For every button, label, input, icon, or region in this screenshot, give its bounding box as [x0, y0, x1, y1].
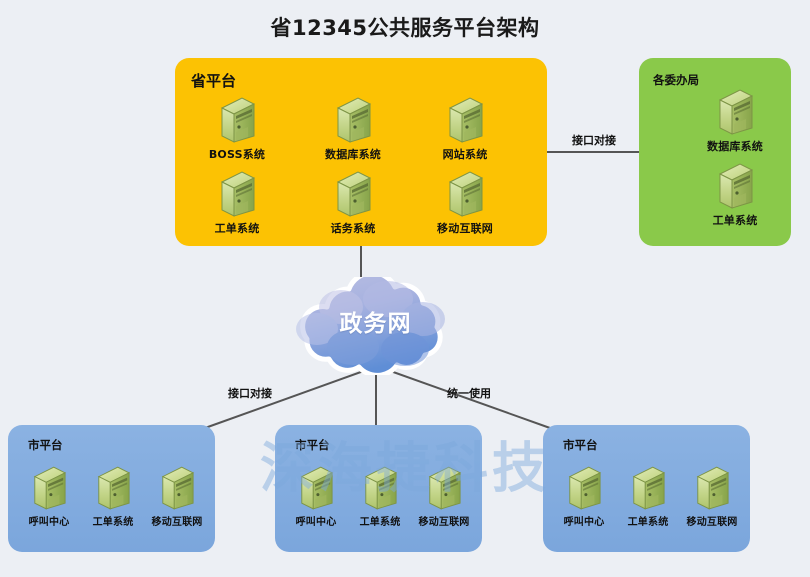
server-icon	[97, 466, 131, 510]
node-label: 呼叫中心	[563, 517, 605, 528]
group-bureau[interactable]: 各委办局 数据库系统 工单系统	[639, 58, 791, 246]
group-city-platform-2[interactable]: 市平台 呼叫中心 工单系统	[275, 425, 482, 552]
node-label: 工单系统	[712, 214, 758, 227]
node-label: 呼叫中心	[28, 517, 70, 528]
server-icon	[568, 466, 602, 510]
group-title-city: 市平台	[563, 438, 598, 452]
node-label: 移动互联网	[437, 222, 493, 235]
node-mobile-internet[interactable]: 移动互联网	[411, 465, 477, 528]
node-label: 呼叫中心	[295, 517, 337, 528]
node-workorder-system[interactable]: 工单系统	[199, 170, 275, 236]
node-label: 工单系统	[92, 517, 134, 528]
server-icon	[718, 89, 754, 135]
server-icon	[336, 97, 372, 143]
server-icon	[448, 171, 484, 217]
node-label: 话务系统	[330, 222, 376, 235]
node-bureau-database-system[interactable]: 数据库系统	[697, 88, 773, 154]
server-icon	[336, 171, 372, 217]
node-label: 移动互联网	[151, 517, 203, 528]
node-label: BOSS系统	[208, 148, 266, 161]
node-call-center[interactable]: 呼叫中心	[551, 465, 617, 528]
server-icon	[220, 97, 256, 143]
server-icon	[300, 466, 334, 510]
server-icon	[696, 466, 730, 510]
node-mobile-internet[interactable]: 移动互联网	[679, 465, 745, 528]
node-label: 数据库系统	[707, 140, 763, 153]
edge-label-cloud-city-right: 统一使用	[447, 387, 491, 400]
node-mobile-internet[interactable]: 移动互联网	[144, 465, 210, 528]
node-website-system[interactable]: 网站系统	[427, 96, 503, 162]
server-icon	[428, 466, 462, 510]
server-icon	[33, 466, 67, 510]
node-call-service-system[interactable]: 话务系统	[315, 170, 391, 236]
node-label: 网站系统	[442, 148, 488, 161]
server-icon	[220, 171, 256, 217]
server-icon	[448, 97, 484, 143]
group-title-city: 市平台	[295, 438, 330, 452]
node-label: 移动互联网	[418, 517, 470, 528]
group-title-province: 省平台	[191, 72, 237, 90]
server-icon	[718, 163, 754, 209]
node-database-system[interactable]: 数据库系统	[315, 96, 391, 162]
edge-label-cloud-city-left: 接口对接	[228, 387, 272, 400]
node-mobile-internet[interactable]: 移动互联网	[427, 170, 503, 236]
node-label: 工单系统	[214, 222, 260, 235]
group-city-platform-3[interactable]: 市平台 呼叫中心 工单系统	[543, 425, 750, 552]
node-label: 移动互联网	[686, 517, 738, 528]
server-icon	[632, 466, 666, 510]
node-workorder-system[interactable]: 工单系统	[80, 465, 146, 528]
node-workorder-system[interactable]: 工单系统	[615, 465, 681, 528]
cloud-icon[interactable]	[283, 277, 468, 375]
node-label: 工单系统	[627, 517, 669, 528]
server-icon	[161, 466, 195, 510]
page-title: 省12345公共服务平台架构	[270, 16, 540, 40]
group-title-bureau: 各委办局	[653, 73, 699, 87]
node-label: 工单系统	[359, 517, 401, 528]
server-icon	[364, 466, 398, 510]
node-call-center[interactable]: 呼叫中心	[283, 465, 349, 528]
group-city-platform-1[interactable]: 市平台 呼叫中心 工单系统	[8, 425, 215, 552]
node-boss-system[interactable]: BOSS系统	[199, 96, 275, 162]
node-workorder-system[interactable]: 工单系统	[347, 465, 413, 528]
node-label: 数据库系统	[325, 148, 381, 161]
node-call-center[interactable]: 呼叫中心	[16, 465, 82, 528]
cloud-label: 政务网	[339, 311, 412, 337]
node-bureau-workorder-system[interactable]: 工单系统	[697, 162, 773, 228]
group-province-platform[interactable]: 省平台 BOSS系统 数据库系统	[175, 58, 547, 246]
group-title-city: 市平台	[28, 438, 63, 452]
edge-label-province-bureau: 接口对接	[572, 134, 616, 147]
